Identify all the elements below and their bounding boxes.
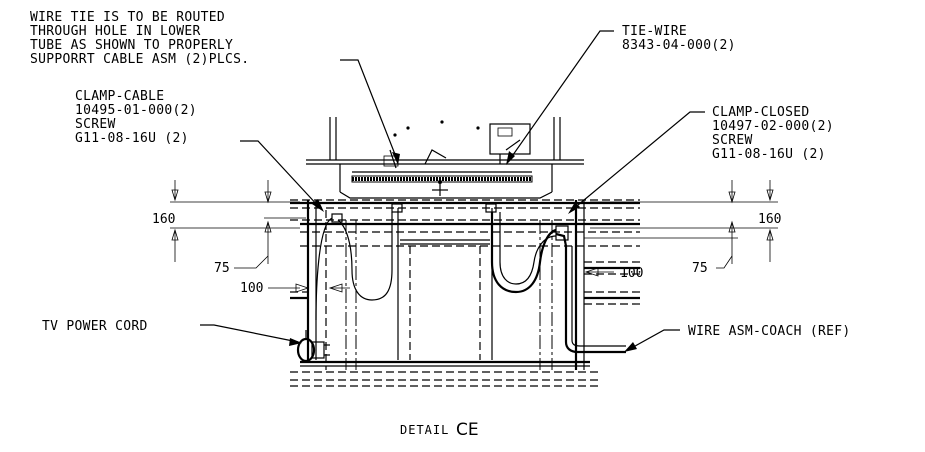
clamp-closed-part <box>555 225 569 241</box>
dim-right-75: 75 <box>692 261 708 276</box>
leader-clamp-closed <box>571 111 705 211</box>
dim-left-100: 100 <box>240 281 263 296</box>
note-tie-wire-line-2: 8343-04-000(2) <box>622 38 736 53</box>
note-clamp-closed-line-4: G11-08-16U (2) <box>712 147 826 162</box>
dim-left-160: 160 <box>152 212 175 227</box>
frame-structure <box>290 199 640 387</box>
leader-wire-asm-coach <box>627 329 680 351</box>
power-cord-connector <box>296 330 330 363</box>
note-tie-wire: TIE-WIRE 8343-04-000(2) <box>622 24 736 53</box>
note-clamp-cable-line-2: 10495-01-000(2) <box>75 103 197 118</box>
note-clamp-closed-line-3: SCREW <box>712 133 753 148</box>
arrowhead-wire-asm-coach <box>624 342 637 352</box>
bracket-box <box>489 123 531 155</box>
note-tie-wire-line-1: TIE-WIRE <box>622 24 687 39</box>
caption-prefix: DETAIL <box>400 423 449 437</box>
leader-clamp-cable <box>240 140 321 209</box>
leader-tie-wire <box>507 30 614 163</box>
dim-right-160: 160 <box>758 212 781 227</box>
dim-left: 160 75 100 <box>152 180 350 296</box>
tv-unit <box>306 117 584 199</box>
leader-tv-power-cord <box>200 324 299 343</box>
note-clamp-closed: CLAMP-CLOSED 10497-02-000(2) SCREW G11-0… <box>712 105 834 162</box>
clamp-cable-part <box>331 213 343 223</box>
note-wire-tie: WIRE TIE IS TO BE ROUTED THROUGH HOLE IN… <box>30 10 249 67</box>
note-wire-tie-line-1: WIRE TIE IS TO BE ROUTED <box>30 10 225 25</box>
note-clamp-cable-line-1: CLAMP-CABLE <box>75 89 164 104</box>
detail-caption: DETAIL CE <box>400 420 479 440</box>
note-wire-tie-line-3: TUBE AS SHOWN TO PROPERLY <box>30 38 233 53</box>
leader-wire-tie <box>340 59 399 163</box>
dim-right: 160 75 100 <box>584 180 781 281</box>
note-clamp-cable-line-4: G11-08-16U (2) <box>75 131 189 146</box>
caption-id: CE <box>456 420 479 440</box>
note-clamp-closed-line-2: 10497-02-000(2) <box>712 119 834 134</box>
note-tv-power-cord: TV POWER CORD <box>42 319 148 334</box>
note-wire-tie-line-2: THROUGH HOLE IN LOWER <box>30 24 201 39</box>
cable-right <box>490 212 626 354</box>
note-clamp-cable-line-3: SCREW <box>75 117 116 132</box>
dim-right-100: 100 <box>620 266 643 281</box>
note-wire-tie-line-4: SUPPORRT CABLE ASM (2)PLCS. <box>30 52 249 67</box>
clamp-left-top <box>391 203 403 213</box>
note-clamp-closed-line-1: CLAMP-CLOSED <box>712 105 810 120</box>
dim-left-75: 75 <box>214 261 230 276</box>
note-wire-asm-coach: WIRE ASM-COACH (REF) <box>688 324 851 339</box>
arrowhead-tv-power-cord <box>289 338 302 346</box>
cable-left <box>315 212 393 321</box>
note-clamp-cable: CLAMP-CABLE 10495-01-000(2) SCREW G11-08… <box>75 89 197 146</box>
